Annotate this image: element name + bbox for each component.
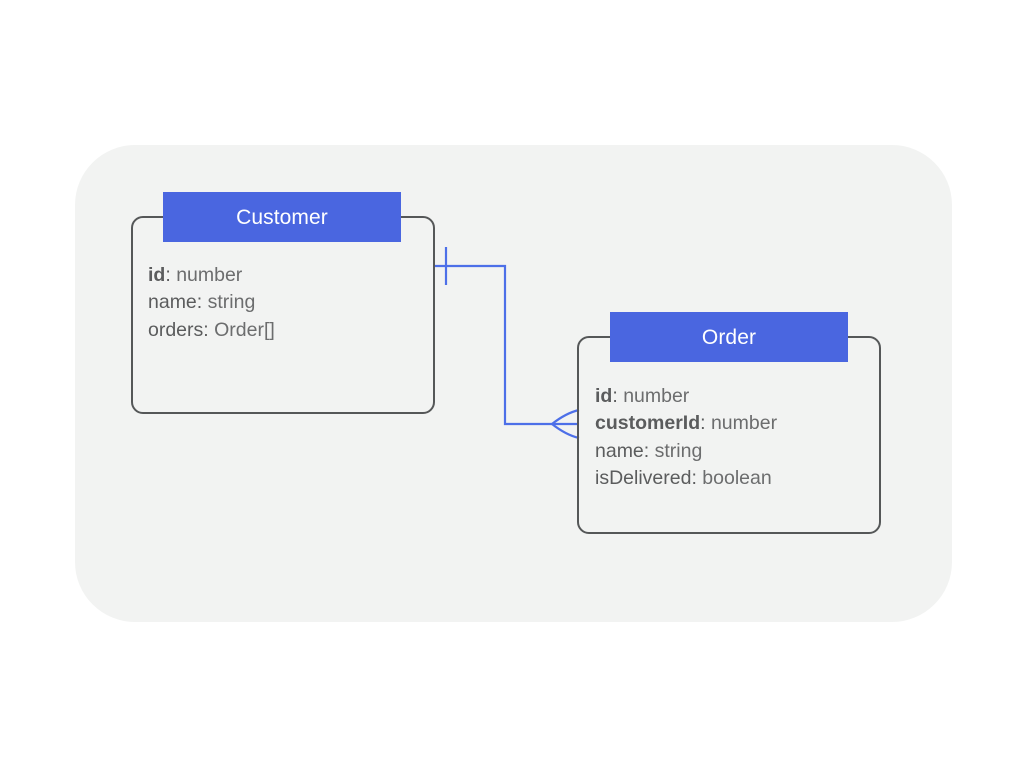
attribute-key: name (148, 291, 197, 314)
attribute-row: id: number (595, 383, 777, 410)
entity-order-attributes: id: number customerId: number name: stri… (595, 383, 777, 493)
attribute-key: customerId (595, 412, 701, 435)
attribute-key: id (148, 264, 166, 286)
attribute-separator: : (700, 412, 711, 435)
attribute-type: string (207, 291, 256, 314)
attribute-type: boolean (702, 467, 772, 490)
attribute-key: name (595, 439, 644, 462)
attribute-type: Order[] (214, 318, 275, 341)
attribute-key: id (595, 385, 613, 407)
attribute-type: number (623, 385, 690, 407)
attribute-separator: : (691, 467, 703, 490)
attribute-separator: : (165, 264, 177, 286)
attribute-row: isDelivered: boolean (595, 465, 777, 492)
attribute-separator: : (203, 318, 215, 341)
attribute-row: id: number (148, 262, 275, 289)
attribute-type: string (654, 439, 703, 462)
attribute-separator: : (643, 439, 655, 462)
attribute-row: name: string (595, 438, 777, 465)
attribute-type: number (176, 264, 243, 286)
entity-customer-attributes: id: number name: string orders: Order[] (148, 262, 275, 344)
attribute-row: orders: Order[] (148, 317, 275, 344)
attribute-separator: : (612, 385, 624, 407)
attribute-row: customerId: number (595, 410, 777, 437)
entity-customer-title[interactable]: Customer (163, 192, 401, 242)
attribute-type: number (710, 412, 778, 435)
attribute-key: isDelivered (595, 467, 692, 490)
attribute-separator: : (196, 291, 208, 314)
attribute-key: orders (148, 318, 204, 341)
entity-order-title[interactable]: Order (610, 312, 848, 362)
attribute-row: name: string (148, 289, 275, 316)
